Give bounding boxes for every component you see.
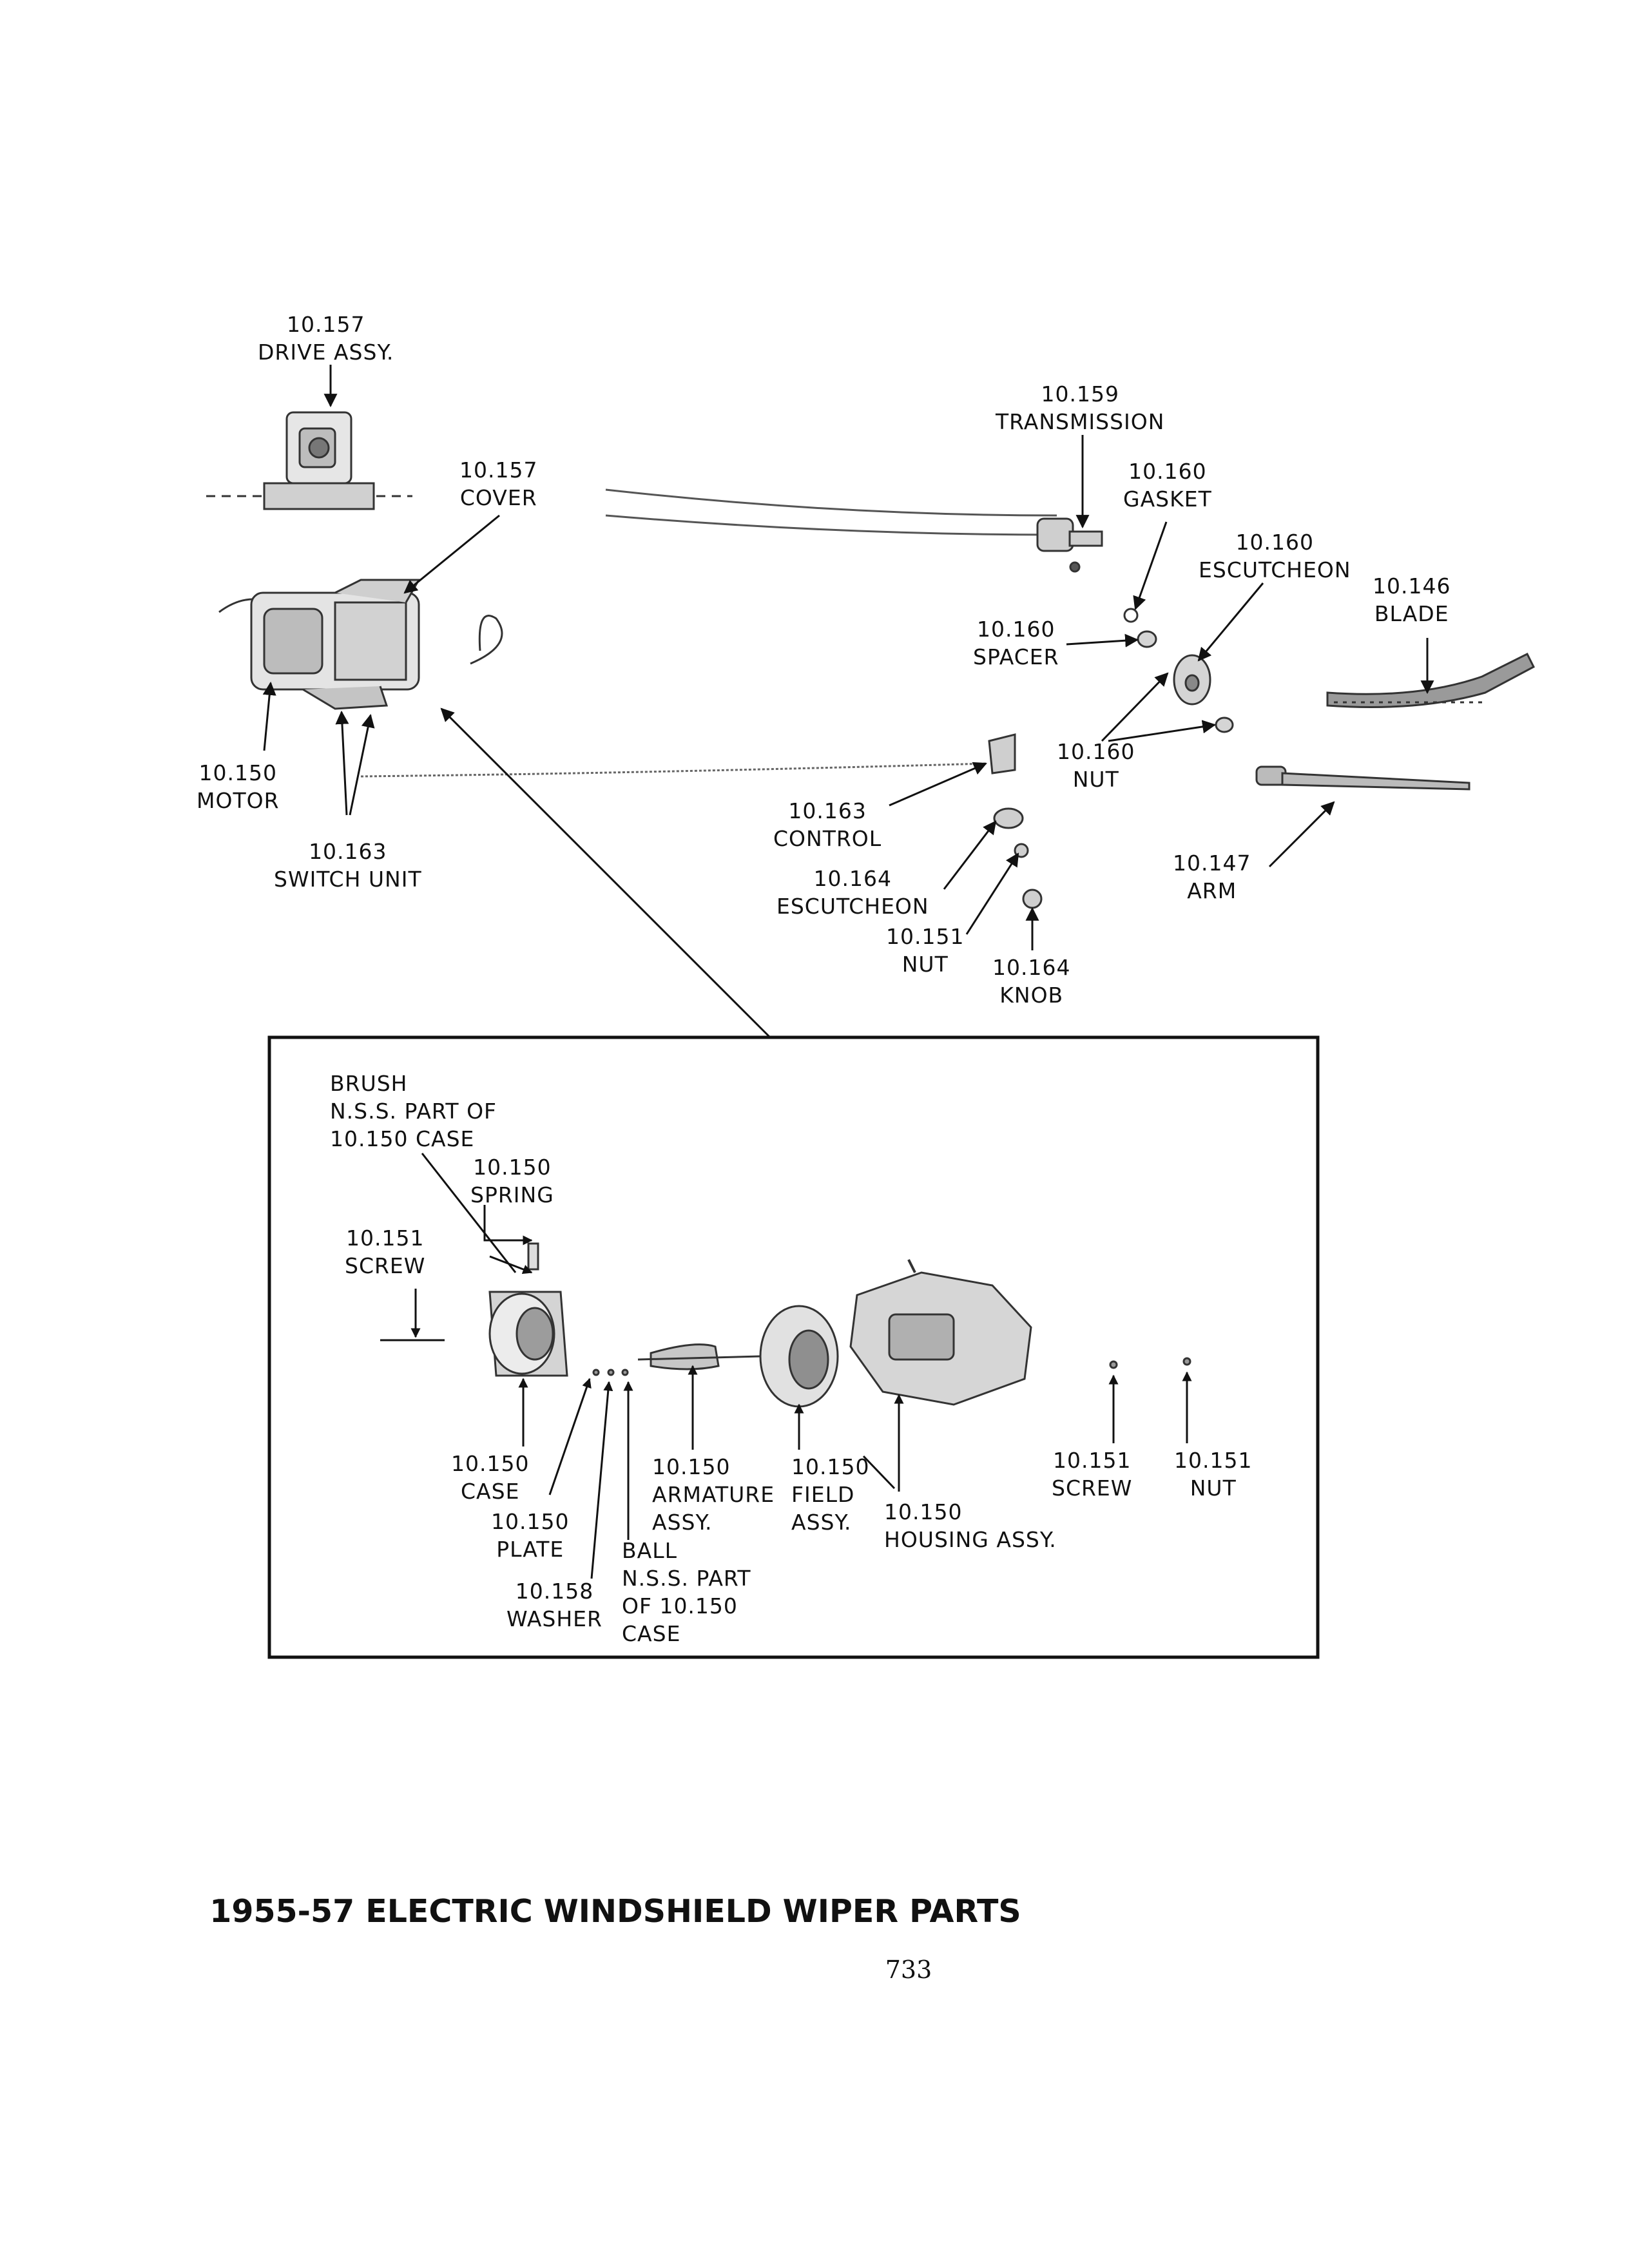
page-number: 733 [885, 1956, 932, 1984]
arm-drawing [1255, 765, 1470, 791]
blade-drawing [1326, 652, 1535, 708]
switch-rod-drawing [360, 762, 987, 778]
case-drawing [488, 1291, 568, 1377]
motor-drawing [218, 579, 503, 710]
field-drawing [759, 1305, 839, 1408]
armature-drawing [637, 1343, 761, 1370]
drive-assembly-drawing [206, 411, 412, 510]
housing-drawing [849, 1259, 1032, 1406]
figure-title: 1955-57 ELECTRIC WINDSHIELD WIPER PARTS [209, 1893, 1021, 1930]
control-drawing [988, 733, 1043, 909]
small-fasteners [527, 1242, 1191, 1376]
cable-drawing [605, 488, 1057, 536]
escutcheon-set-drawing [1123, 608, 1234, 733]
transmission-drawing [1036, 517, 1103, 573]
motor-detail-inset [267, 1035, 1320, 1659]
